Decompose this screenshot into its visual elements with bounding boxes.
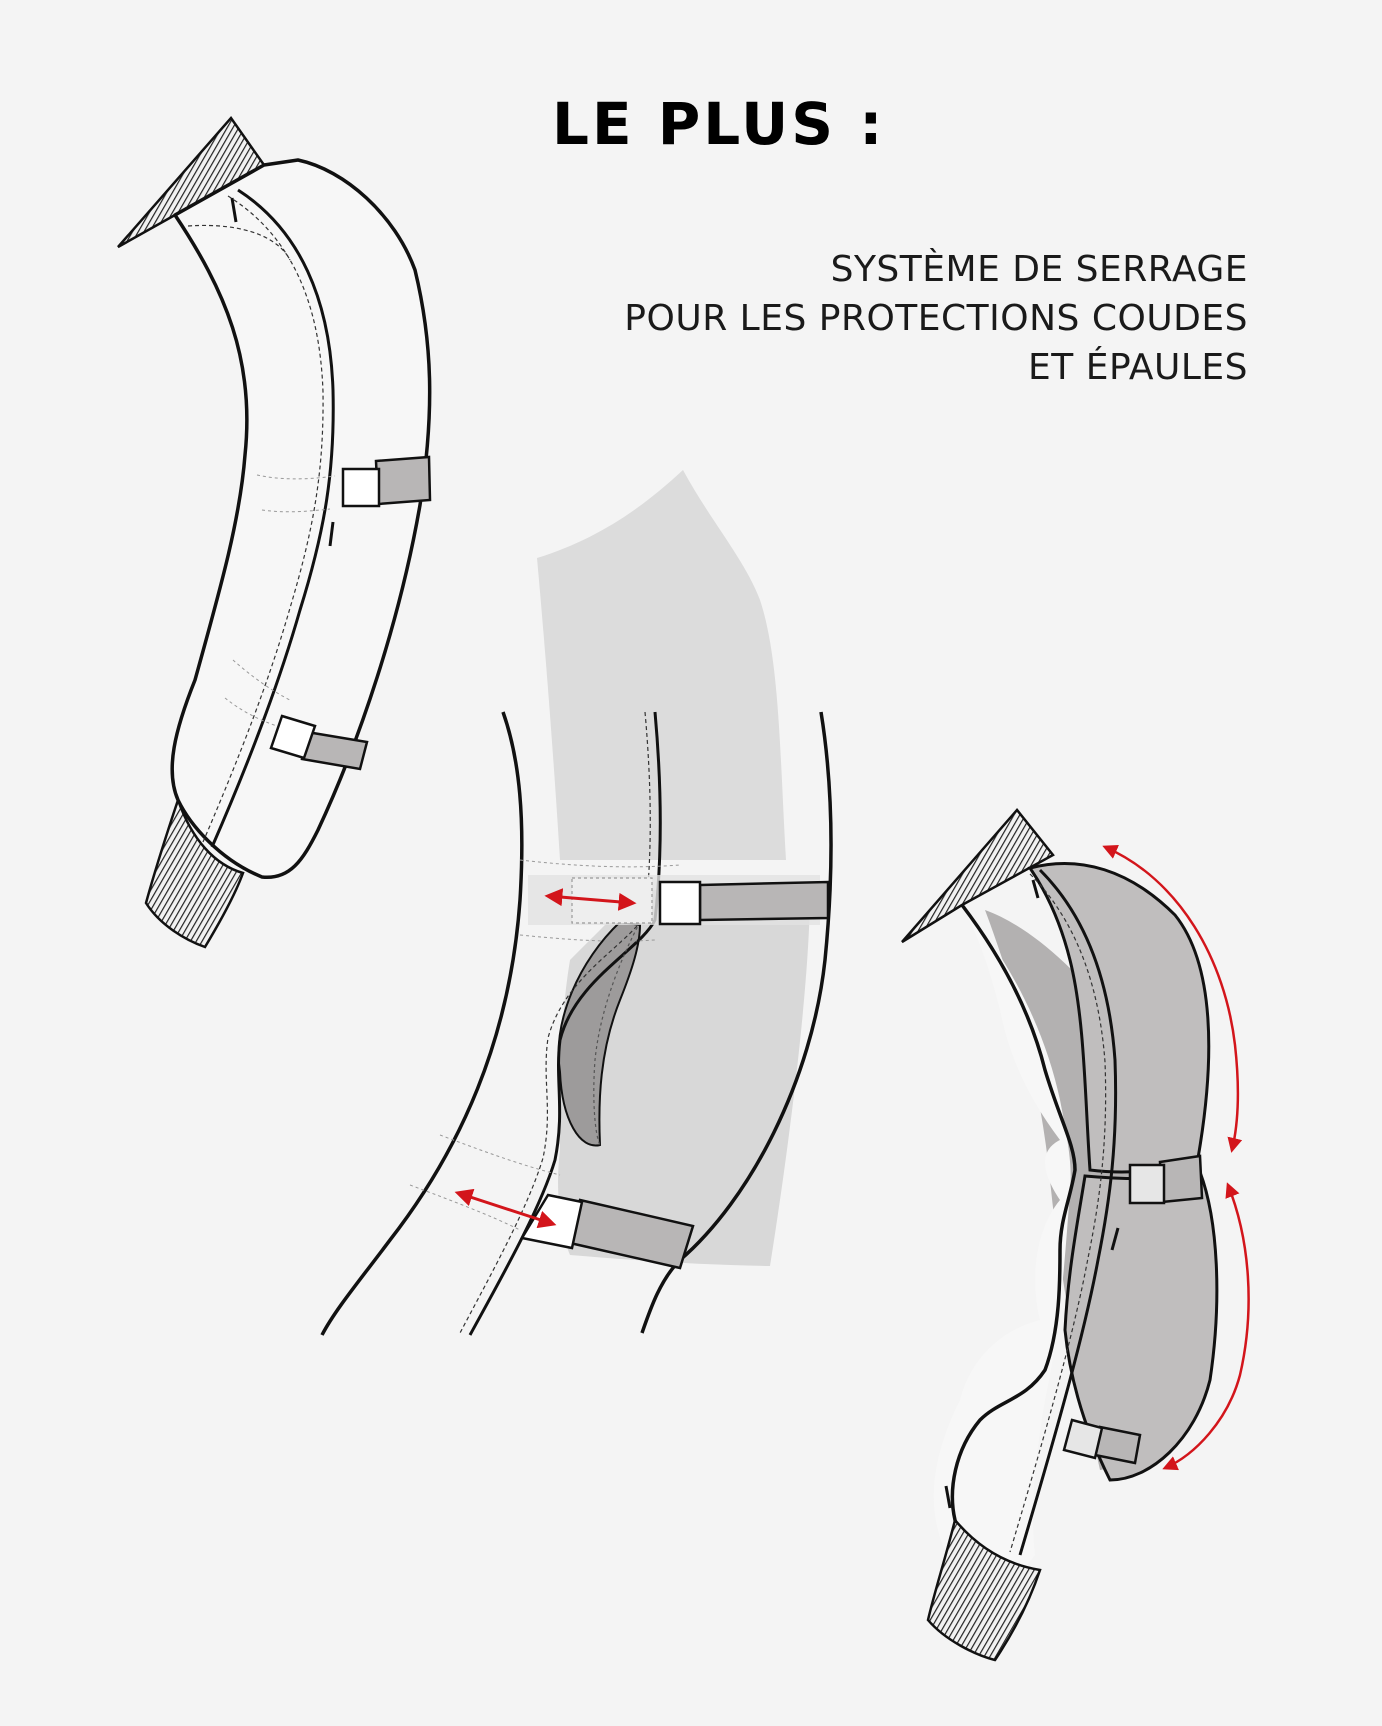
strap-tab-lower	[1062, 1418, 1104, 1460]
sleeve-body	[170, 158, 432, 879]
outline-right	[640, 711, 833, 1334]
cuff-rib	[926, 1517, 1042, 1662]
strap-upper	[1158, 1154, 1204, 1204]
strap-band-upper	[698, 880, 830, 922]
subtitle: SYSTÈME DE SERRAGE POUR LES PROTECTIONS …	[624, 245, 1248, 392]
collar-rib	[901, 808, 1055, 944]
strap-tab-lower	[520, 1193, 584, 1250]
sleeve-with-protection	[901, 808, 1250, 1662]
subtitle-line-3: ET ÉPAULES	[1028, 347, 1248, 388]
subtitle-line-2: POUR LES PROTECTIONS COUDES	[624, 298, 1248, 339]
outline-left	[320, 711, 524, 1336]
strap-tab-lower	[269, 714, 317, 760]
sleeve-seam	[210, 188, 335, 848]
strap-tab-upper	[658, 880, 702, 926]
strap-tab-upper	[341, 467, 381, 508]
arrow-adjust-lower	[454, 1188, 557, 1229]
cuff-rib	[144, 796, 245, 949]
arrow-elbow-range	[1162, 1182, 1250, 1471]
pad-seam	[1018, 868, 1118, 1556]
opening-flap	[557, 920, 642, 1147]
arrow-shoulder-range	[1102, 844, 1243, 1153]
strap-upper	[374, 455, 432, 506]
sleeve-outline-front	[950, 903, 1077, 1586]
subtitle-line-1: SYSTÈME DE SERRAGE	[830, 249, 1248, 290]
page-title: LE PLUS :	[552, 90, 886, 158]
strap-tab-upper	[1128, 1163, 1166, 1205]
arm-silhouette	[537, 470, 786, 860]
arrow-adjust-upper	[544, 888, 637, 911]
sleeve-open-detail	[320, 470, 833, 1336]
sleeve-flat	[117, 115, 432, 949]
sleeve-body	[933, 905, 1071, 1586]
